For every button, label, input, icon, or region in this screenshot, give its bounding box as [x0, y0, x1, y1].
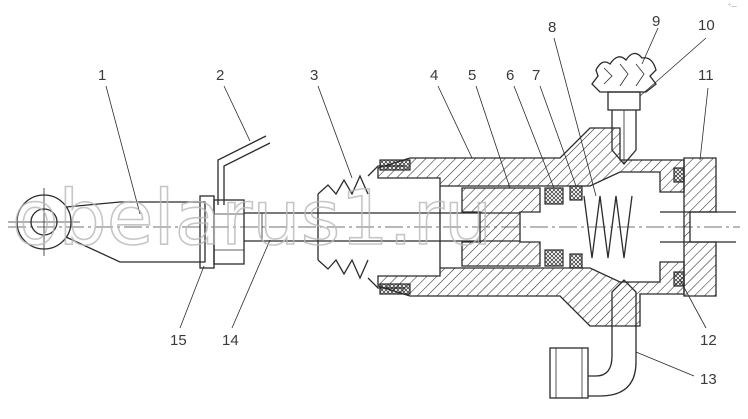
- bleeder-cap: [591, 52, 657, 93]
- leader-lines: [105, 27, 709, 377]
- pushrod-eye: [8, 188, 206, 263]
- callout-5: 5: [468, 67, 476, 84]
- bleeder-screw: [607, 91, 641, 165]
- callout-7: 7: [532, 67, 540, 84]
- callout-10: 10: [698, 17, 715, 34]
- callout-8: 8: [548, 19, 556, 36]
- inlet-fitting: [549, 279, 637, 399]
- plug-seal: [673, 167, 685, 287]
- locknut: [199, 195, 245, 269]
- cylinder-housing: [377, 127, 685, 327]
- watermark: obelarus1.ru: [12, 173, 492, 262]
- callout-9: 9: [652, 13, 660, 30]
- callout-14: 14: [222, 332, 239, 349]
- callout-15: 15: [170, 332, 187, 349]
- end-plug: [660, 157, 736, 297]
- corner-mark: °—: [728, 3, 737, 10]
- callout-12: 12: [700, 332, 717, 349]
- push-rod: [244, 212, 520, 242]
- callout-2: 2: [216, 67, 224, 84]
- callout-1: 1: [98, 67, 106, 84]
- callout-4: 4: [430, 67, 438, 84]
- boot-seal: [379, 159, 411, 295]
- callout-11: 11: [698, 67, 714, 84]
- piston-seals: [544, 185, 583, 269]
- callout-3: 3: [310, 67, 318, 84]
- return-spring: [583, 195, 633, 259]
- piston: [461, 187, 541, 267]
- callout-13: 13: [700, 371, 717, 388]
- clip: [217, 135, 271, 205]
- callout-6: 6: [506, 67, 514, 84]
